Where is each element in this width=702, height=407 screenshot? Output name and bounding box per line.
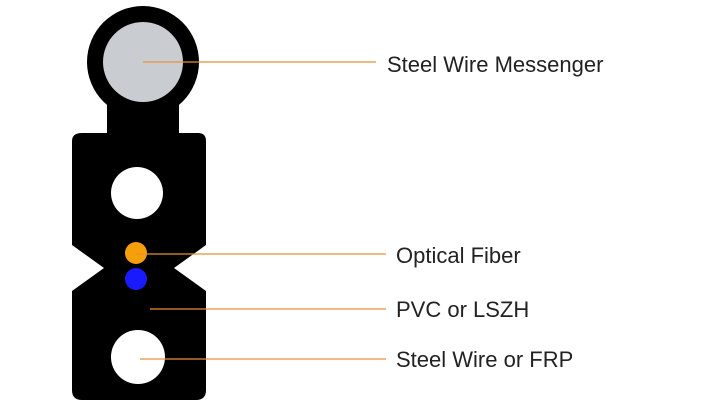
cable-sheath	[72, 133, 206, 400]
upper-strength-member	[111, 167, 163, 219]
lower-strength-member	[111, 330, 165, 384]
label-strength-member: Steel Wire or FRP	[396, 347, 574, 372]
label-sheath-material: PVC or LSZH	[396, 297, 530, 322]
optical-fiber-blue	[125, 268, 147, 290]
label-optical-fiber: Optical Fiber	[396, 243, 521, 268]
label-steel-wire-messenger: Steel Wire Messenger	[387, 52, 604, 77]
optical-fiber-orange	[125, 242, 147, 264]
